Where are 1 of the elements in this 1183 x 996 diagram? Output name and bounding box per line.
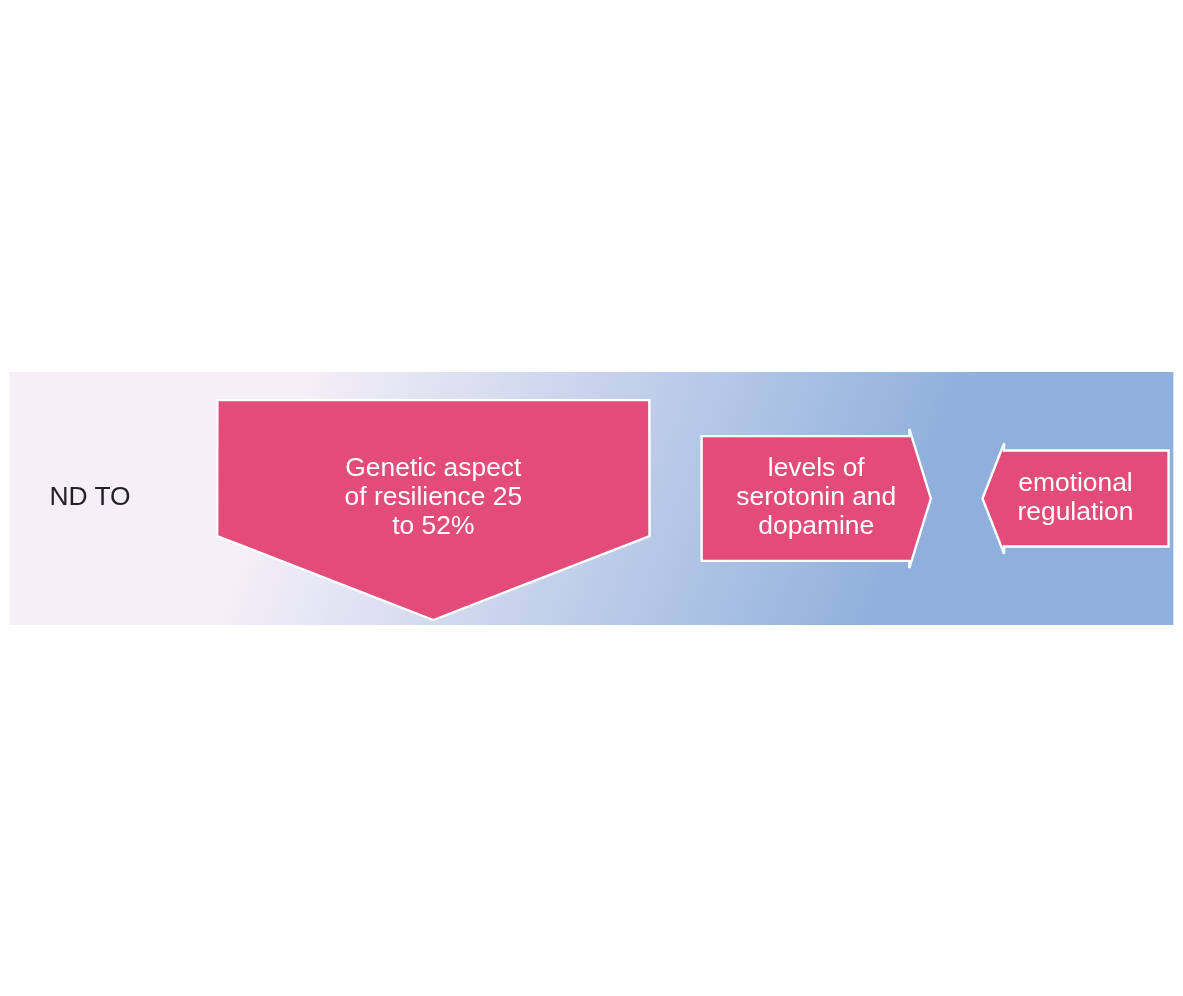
label: ND TO bbox=[49, 480, 131, 511]
